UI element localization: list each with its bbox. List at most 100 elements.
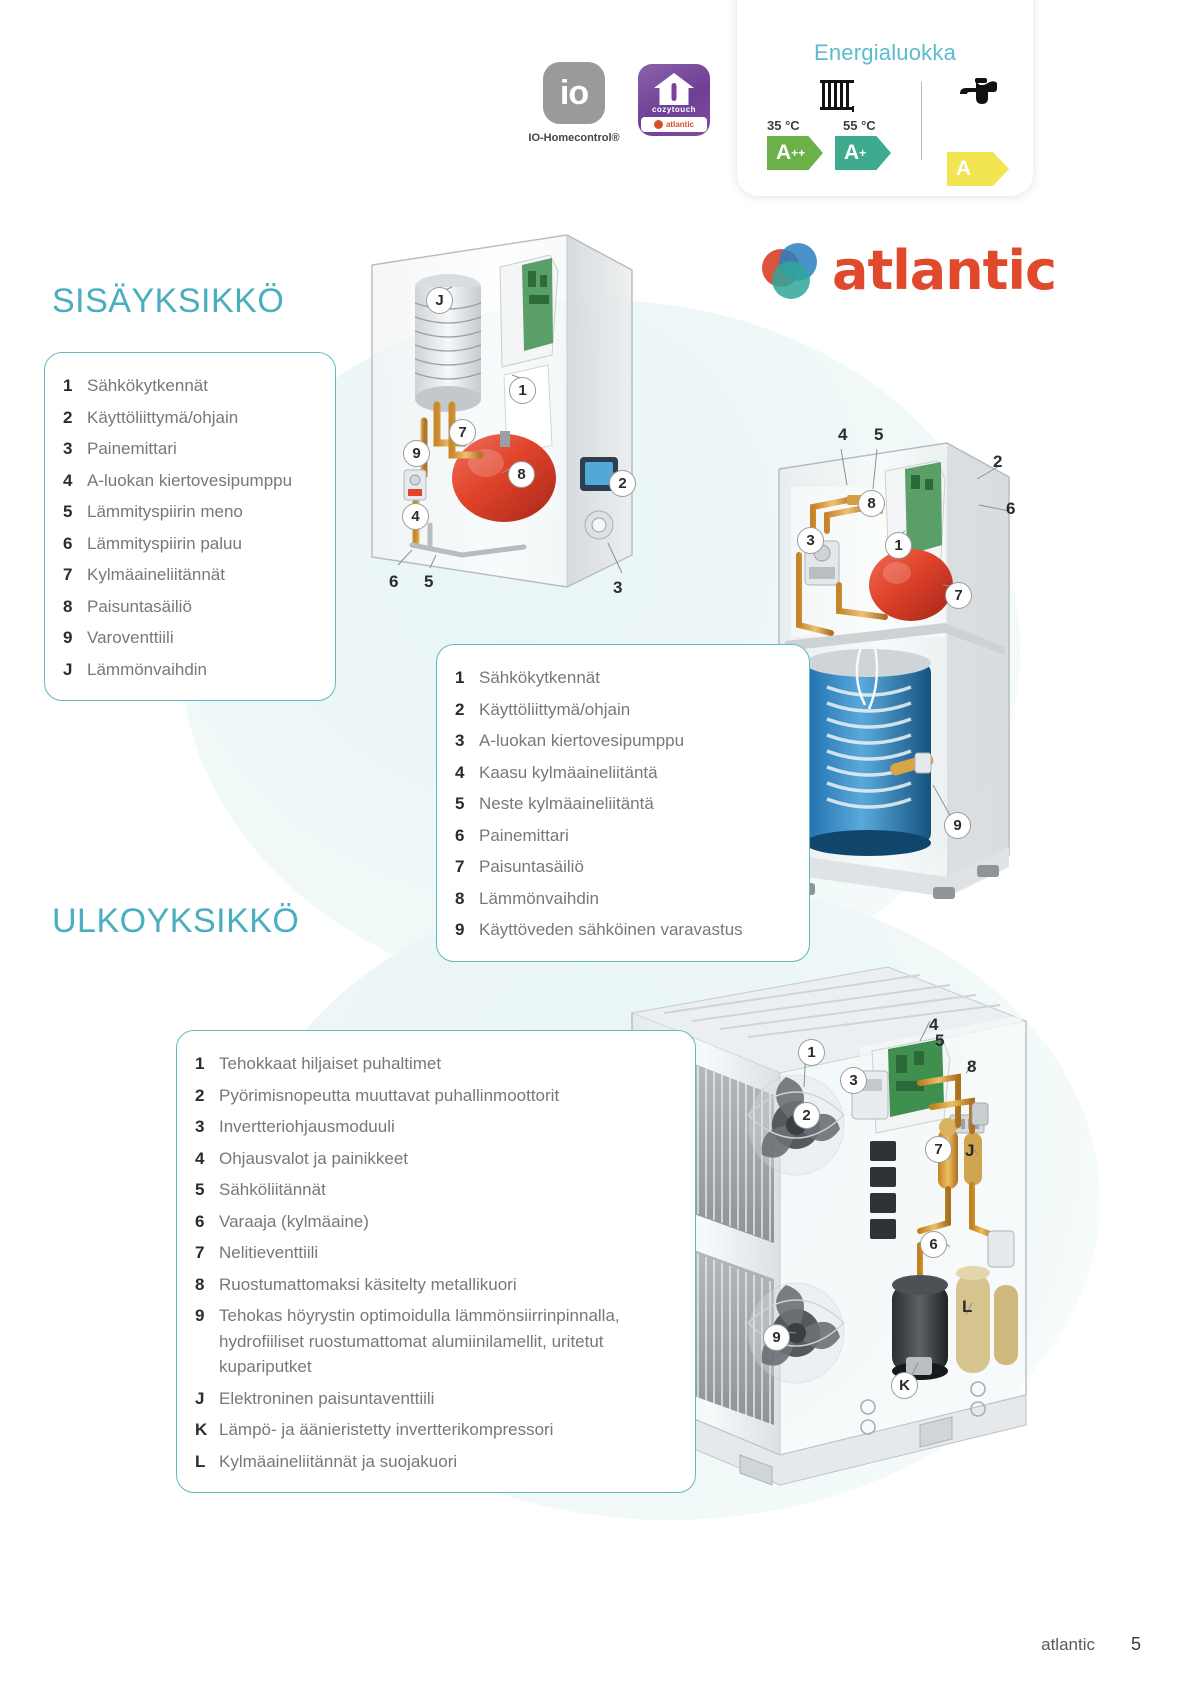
legend-item-label: Painemittari (479, 825, 569, 845)
callout-marker: 8 (858, 490, 885, 517)
legend-item: 8 Paisuntasäiliö (63, 594, 317, 620)
callout-marker: 5 (424, 572, 434, 591)
legend-item-key: 8 (63, 596, 73, 616)
tank-unit-illustration (778, 442, 1010, 899)
legend-item-key: 5 (455, 794, 465, 813)
legend-item-label: Lämmityspiirin meno (87, 502, 243, 521)
rating-letter: A (956, 157, 972, 180)
callout-marker: 3 (797, 527, 824, 554)
energy-rating-a-plus: A+ (835, 136, 891, 170)
legend-item-key: J (63, 659, 73, 679)
legend-item-label: Lämmönvaihdin (479, 888, 600, 908)
legend-item-label: Elektroninen paisuntaventtiili (219, 1388, 435, 1408)
legend-item-label: Käyttöliittymä/ohjain (479, 699, 631, 719)
callout-marker: 6 (920, 1231, 947, 1258)
legend-item-key: 7 (195, 1243, 205, 1262)
legend-item-label: Pyörimisnopeutta muuttavat puhallinmoott… (219, 1085, 560, 1105)
rating-sup: ++ (791, 146, 806, 160)
callout-marker: L (962, 1297, 973, 1316)
legend-item: K Lämpö- ja äänieristetty invertterikompr… (195, 1417, 677, 1443)
callout-marker: 2 (609, 470, 636, 497)
house-icon (654, 73, 694, 88)
callout-marker: 9 (403, 440, 430, 467)
legend-item-label: Varoventtiili (87, 628, 174, 647)
legend-item-key: 1 (195, 1054, 205, 1073)
legend-item-key: 7 (63, 565, 73, 584)
legend-item-label: Sähkökytkennät (87, 376, 208, 395)
tap-icon (960, 78, 997, 104)
legend-item-key: L (195, 1451, 206, 1471)
legend-item: 8 Lämmönvaihdin (455, 886, 791, 912)
callout-marker: 2 (993, 452, 1003, 471)
legend-item-label: Käyttöliittymä/ohjain (87, 407, 239, 427)
legend-item-label: Painemittari (87, 439, 177, 458)
io-homecontrol-logo: io IO-Homecontrol® (528, 62, 620, 144)
callout-marker: 5 (874, 425, 884, 444)
temp-label-35: 35 °C (767, 118, 800, 133)
legend-item-key: J (195, 1388, 205, 1408)
cozytouch-brand-label: atlantic (665, 120, 694, 129)
legend-item-label: A-luokan kiertovesipumppu (87, 470, 293, 490)
temp-label-55: 55 °C (843, 118, 876, 133)
legend-item-label: Ohjausvalot ja painikkeet (219, 1148, 409, 1168)
legend-item: 1 Sähkökytkennät (63, 373, 317, 399)
cozytouch-logo: cozytouch atlantic (638, 64, 710, 136)
energy-temperature-row: 35 °C 55 °C (767, 118, 919, 133)
callout-marker: 3 (840, 1067, 867, 1094)
legend-item-label: A-luokan kiertovesipumppu (479, 731, 685, 750)
callout-marker: 3 (613, 578, 623, 597)
legend-item: 1 Tehokkaat hiljaiset puhaltimet (195, 1051, 677, 1077)
callout-marker: 2 (793, 1102, 820, 1129)
energy-class-title: Energialuokka (813, 40, 957, 65)
legend-item-key: K (195, 1420, 208, 1439)
legend-item-key: 1 (455, 668, 465, 687)
callout-marker: 7 (945, 582, 972, 609)
legend-item: 3 Painemittari (63, 436, 317, 462)
legend-item-label: Lämpö- ja äänieristetty invertterikompre… (219, 1420, 554, 1439)
callout-marker: 9 (763, 1324, 790, 1351)
footer-brand: atlantic (1041, 1635, 1095, 1654)
atlantic-dot-icon (653, 120, 663, 129)
legend-item-label: Paisuntasäiliö (87, 596, 192, 616)
legend-item-key: 2 (63, 407, 73, 427)
legend-item-key: 2 (455, 699, 465, 719)
energy-rating-water-a: A (947, 152, 1009, 186)
cozytouch-footer: atlantic (641, 117, 707, 132)
radiator-icon (820, 80, 854, 112)
energy-rating-row: A++ A+ (767, 136, 919, 170)
legend-item-key: 6 (455, 825, 465, 845)
callout-marker: 7 (925, 1136, 952, 1163)
rating-letter: A (844, 141, 860, 164)
logo-circle-teal (772, 261, 810, 299)
energy-heating-column: 35 °C 55 °C A++ A+ (759, 78, 919, 170)
energy-water-column: A (933, 78, 1025, 186)
legend-item-label: Varaaja (kylmäaine) (219, 1211, 369, 1231)
legend-item-label: Kylmäaineliitännät ja suojakuori (219, 1451, 458, 1471)
legend-item-key: 8 (455, 888, 465, 908)
legend-item-label: Nelitieventtiili (219, 1243, 319, 1262)
legend-item-label: Tehokkaat hiljaiset puhaltimet (219, 1054, 442, 1073)
energy-class-card: Energialuokka 35 °C 55 °C (737, 0, 1033, 196)
callout-marker: 8 (508, 461, 535, 488)
legend-item-key: 5 (195, 1180, 205, 1199)
legend-item-key: 3 (63, 439, 73, 458)
rating-letter: A (776, 141, 792, 164)
legend-item-key: 1 (63, 376, 73, 395)
legend-item-key: 6 (63, 533, 73, 553)
